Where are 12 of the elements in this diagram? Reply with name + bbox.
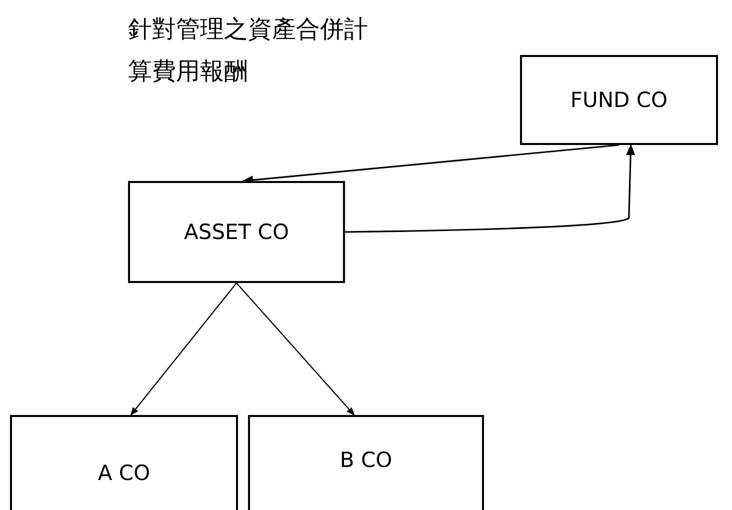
entity-box [128,181,345,283]
arrow [344,144,636,233]
node-label: FUND CO [570,88,668,112]
annotation-text: 針對管理之資產合併計算費用報酬 [128,14,369,87]
entity-box [248,415,484,510]
entity-box [520,55,718,145]
node-label: ASSET CO [184,220,289,244]
arrow [130,282,237,416]
node-label: B CO [340,448,392,474]
arrow [236,282,355,416]
node-label: A CO [98,460,150,484]
entity-box [10,415,238,510]
